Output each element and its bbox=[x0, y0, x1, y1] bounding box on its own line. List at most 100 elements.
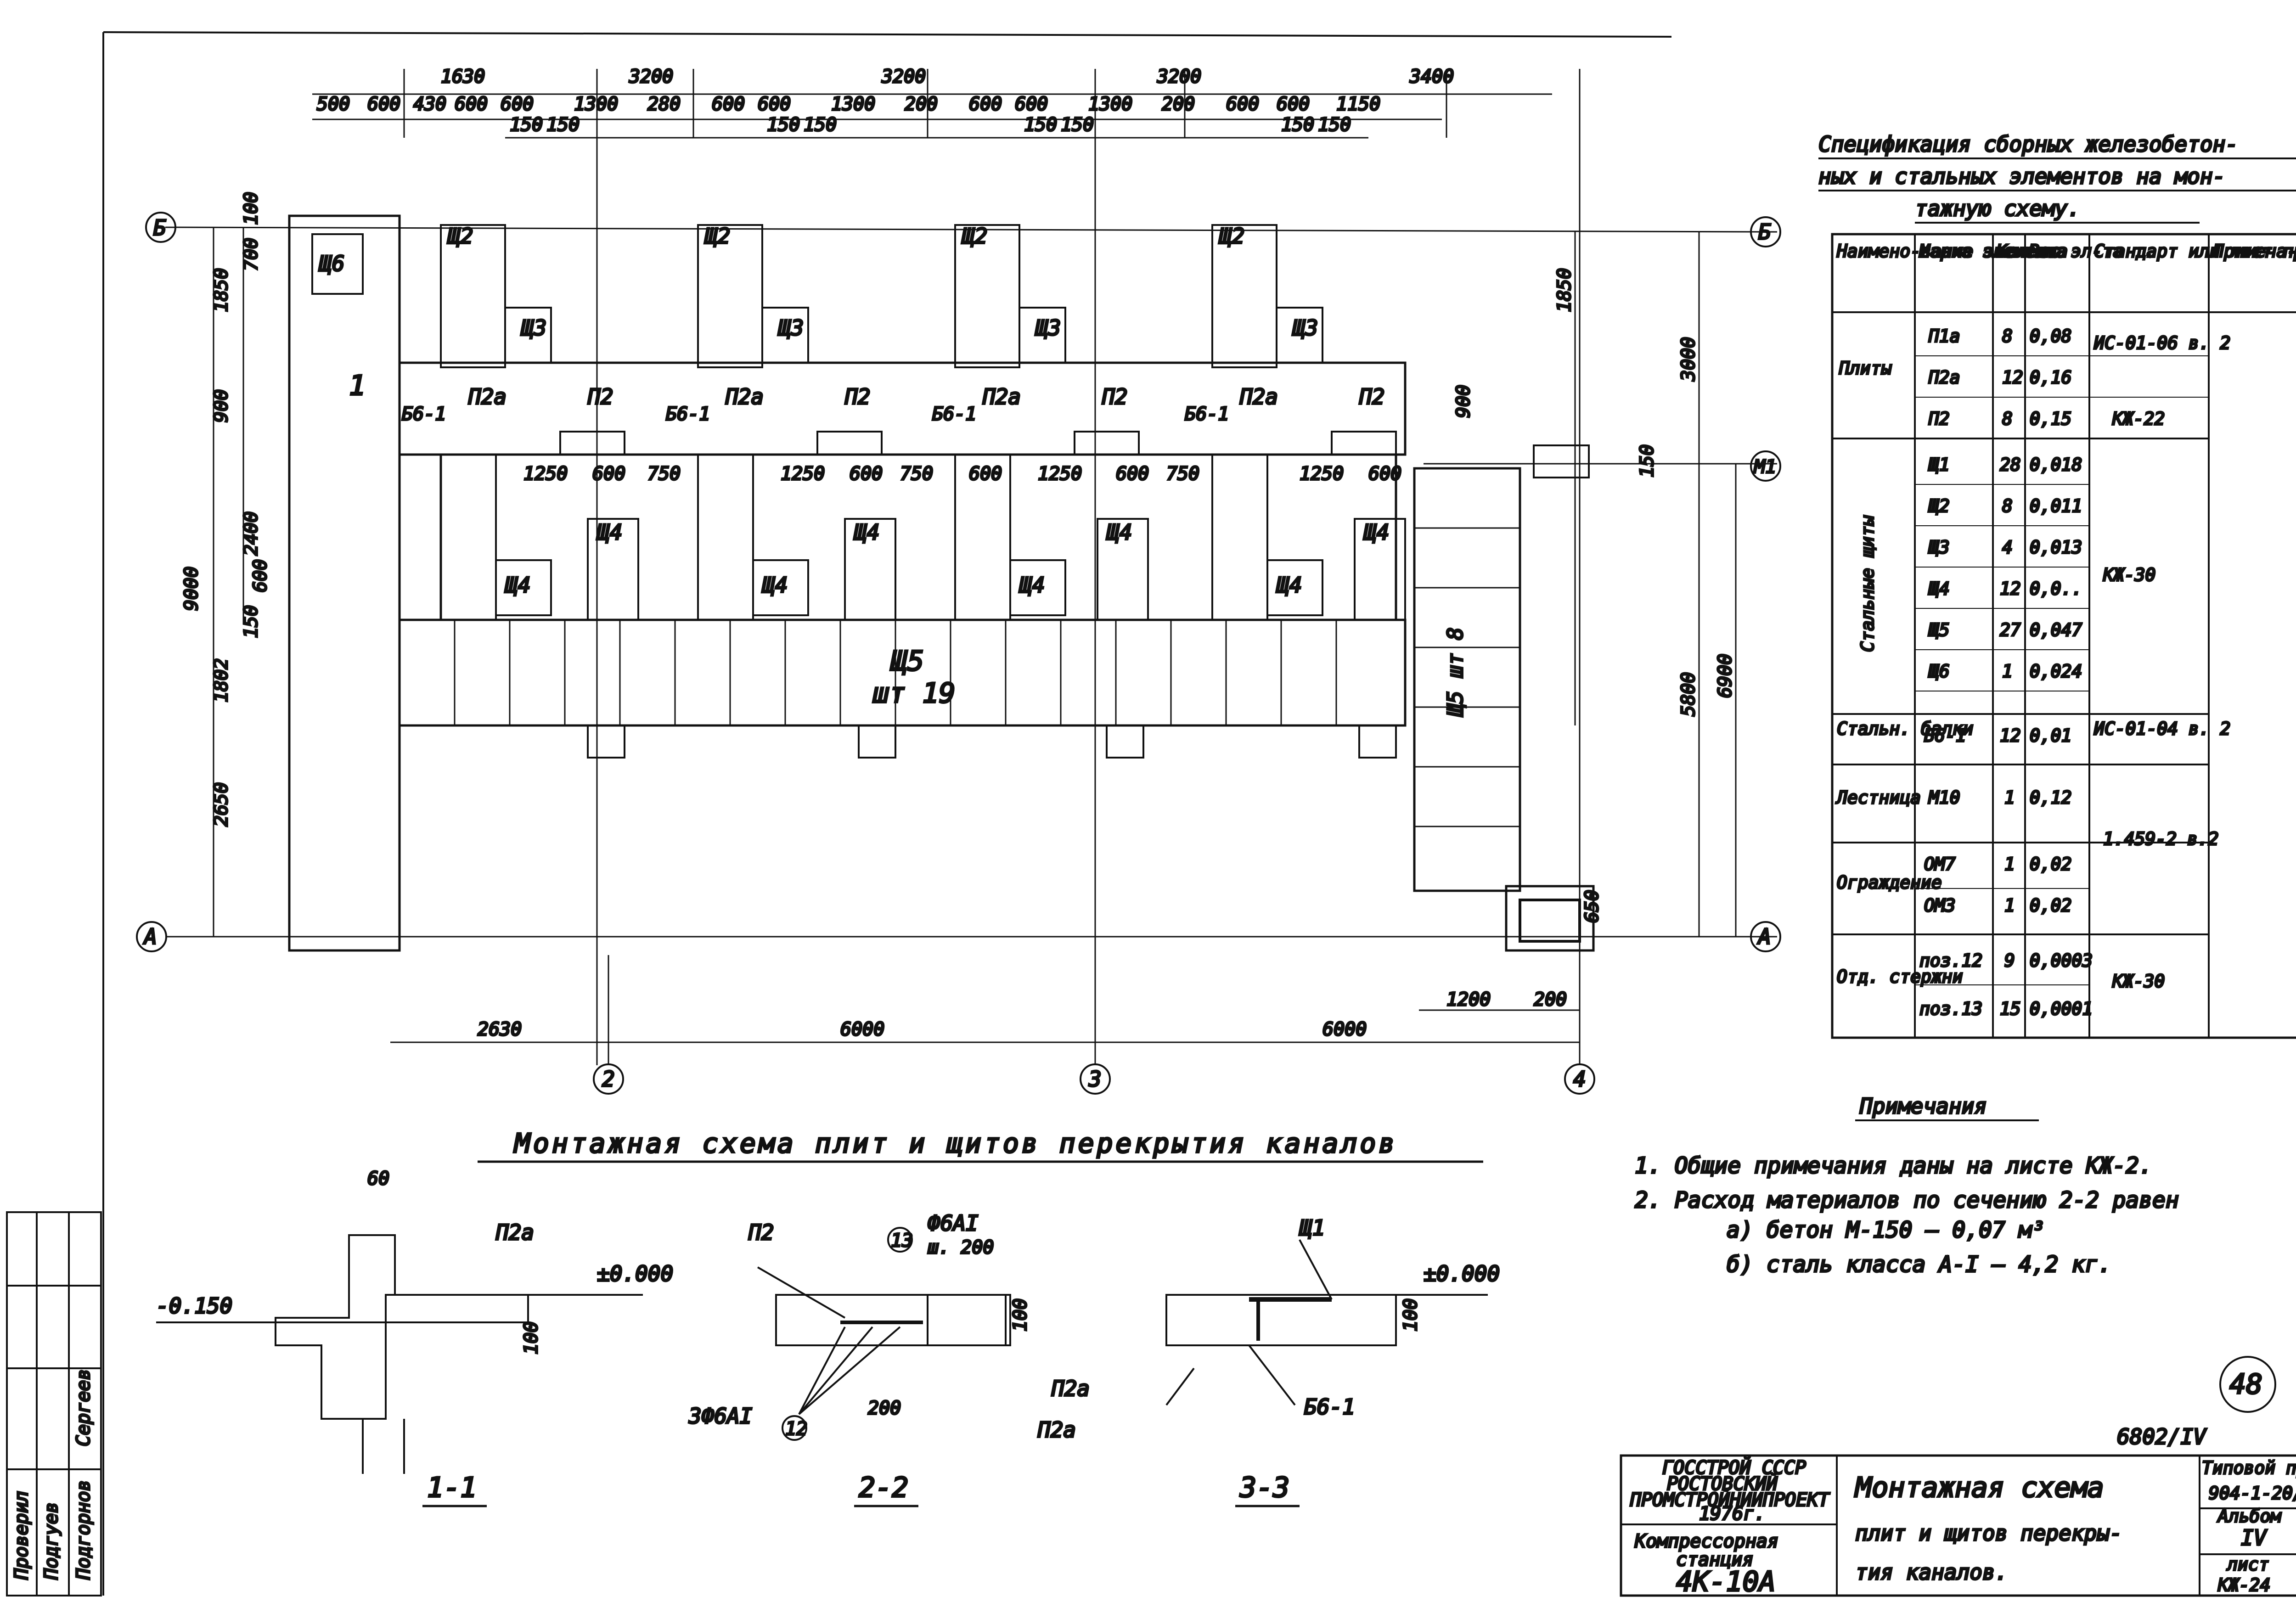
spec-standard: ИС-01-04 в. 2 bbox=[2093, 719, 2230, 739]
spec-header: Марка элемента bbox=[1919, 241, 2066, 261]
spec-mark: ОМ7 bbox=[1924, 854, 1956, 874]
spec-qty: 1 bbox=[2004, 787, 2015, 808]
position-label: 13 bbox=[891, 1230, 913, 1251]
axis-bubble bbox=[1750, 216, 1781, 247]
dimension: 200 bbox=[1534, 989, 1567, 1010]
spec-qty: 28 bbox=[2000, 455, 2021, 475]
sheet-code: КЖ-24 bbox=[2217, 1575, 2270, 1595]
dimension: 600 bbox=[250, 559, 271, 592]
spec-weight: 0,01 bbox=[2030, 725, 2072, 746]
dimension: 600 bbox=[850, 463, 883, 484]
dimension: 750 bbox=[1166, 463, 1199, 484]
object-code: 4К-10А bbox=[1676, 1566, 1776, 1598]
shield-label: Щ3 bbox=[777, 315, 804, 340]
dimension: 600 bbox=[1368, 463, 1401, 484]
spec-mark: П1а bbox=[1928, 326, 1960, 346]
spec-qty: 8 bbox=[2002, 409, 2013, 429]
sidebar-person: Подгорнов bbox=[73, 1480, 94, 1580]
tp-code: 904-1-20/76 bbox=[2209, 1483, 2296, 1503]
shield-label: Щ4 bbox=[853, 520, 879, 545]
dimension: 1250 bbox=[781, 463, 825, 484]
dimension: 500 bbox=[317, 94, 350, 115]
spec-weight: 0,12 bbox=[2030, 787, 2072, 808]
spec-mark: Щ2 bbox=[1928, 496, 1950, 516]
dimension: 5800 bbox=[1678, 672, 1699, 716]
notes-title: Примечания bbox=[1859, 1094, 1987, 1119]
w5-count: шт 19 bbox=[872, 677, 956, 709]
dimension: 600 bbox=[969, 94, 1002, 115]
dimension: 100 bbox=[1400, 1298, 1421, 1332]
object-name: станция bbox=[1676, 1549, 1754, 1570]
shield-label: Щ2 bbox=[447, 224, 473, 248]
dimension: 1250 bbox=[1038, 463, 1082, 484]
org-line: ГОССТРОЙ СССР bbox=[1662, 1456, 1806, 1478]
shield-label: Щ4 bbox=[1363, 520, 1389, 545]
dimension: 6000 bbox=[1322, 1019, 1367, 1040]
axis-label: 2 bbox=[602, 1067, 615, 1091]
axis-bubble bbox=[593, 1063, 624, 1095]
spec-weight: 0,02 bbox=[2030, 854, 2072, 874]
shield-label: Щ4 bbox=[596, 520, 622, 545]
dimension: 3000 bbox=[1678, 337, 1699, 382]
spec-weight: 0,024 bbox=[2030, 661, 2082, 681]
axis-label: Б bbox=[153, 215, 166, 240]
spec-title: ных и стальных элементов на мон- bbox=[1818, 164, 2225, 189]
dimension: 600 bbox=[1015, 94, 1048, 115]
spec-group: Стальные щиты bbox=[1857, 515, 1878, 652]
dimension: 3200 bbox=[629, 66, 673, 87]
plate-label: П2а bbox=[725, 384, 764, 409]
dimension: 1802 bbox=[211, 658, 232, 703]
object-name: Компрессорная bbox=[1634, 1531, 1778, 1552]
spec-mark: П2 bbox=[1928, 409, 1950, 429]
axis-bubble bbox=[1750, 921, 1781, 952]
spec-weight: 0,02 bbox=[2030, 895, 2072, 916]
w5-label: Щ5 bbox=[890, 645, 924, 677]
dimension: 150 bbox=[546, 114, 580, 135]
spec-header: Стандарт или лист проекта bbox=[2094, 241, 2296, 261]
spec-qty: 27 bbox=[2000, 620, 2021, 640]
dimension: 3200 bbox=[1157, 66, 1201, 87]
spec-mark: поз.12 bbox=[1919, 950, 1982, 971]
spec-group: Плиты bbox=[1839, 358, 1892, 378]
dimension: 650 bbox=[1581, 890, 1603, 923]
shield-label: Щ1 bbox=[1299, 1215, 1325, 1240]
dimension: 600 bbox=[1116, 463, 1149, 484]
shield-label: Щ2 bbox=[961, 224, 987, 248]
dimension: 1300 bbox=[574, 94, 618, 115]
sidebar-person: Сергеев bbox=[73, 1369, 94, 1446]
org-line: РОСТОВСКИЙ bbox=[1667, 1473, 1778, 1495]
dimension: 150 bbox=[1061, 114, 1094, 135]
section-label: 2-2 bbox=[859, 1472, 908, 1504]
dimension: 3200 bbox=[881, 66, 926, 87]
spec-mark: Щ4 bbox=[1928, 579, 1950, 599]
plate-label: П2 bbox=[748, 1220, 774, 1245]
sidebar-role: Проверил bbox=[11, 1491, 32, 1580]
spec-group: Отд. стержни bbox=[1837, 967, 1963, 987]
dimension: 600 bbox=[1226, 94, 1259, 115]
spec-weight: 0,0003 bbox=[2030, 950, 2093, 971]
spec-standard: 1.459-2 в.2 bbox=[2103, 829, 2219, 849]
shield-label: Щ4 bbox=[1276, 573, 1302, 597]
spec-mark: П2а bbox=[1928, 367, 1960, 388]
dimension: 150 bbox=[1318, 114, 1351, 135]
shield-label: Щ3 bbox=[1292, 315, 1318, 340]
shield-label: Щ2 bbox=[1218, 224, 1244, 248]
shield-label: Щ4 bbox=[761, 573, 788, 597]
spec-qty: 15 bbox=[2000, 999, 2021, 1019]
dimension: 150 bbox=[1281, 114, 1314, 135]
axis-label: М1 bbox=[1753, 456, 1776, 478]
spec-weight: 0,0.. bbox=[2030, 579, 2082, 599]
album-number: IV bbox=[2241, 1525, 2268, 1550]
dimension: 1250 bbox=[523, 463, 568, 484]
spec-weight: 0,013 bbox=[2030, 537, 2082, 557]
beam-label: Б6-1 bbox=[666, 404, 710, 425]
drawing-name: Монтажная схема bbox=[1854, 1472, 2104, 1504]
dimension: 600 bbox=[592, 463, 625, 484]
spec-group: Лестница bbox=[1835, 787, 1921, 808]
spec-weight: 0,16 bbox=[2030, 367, 2072, 388]
shield-label: Щ4 bbox=[1106, 520, 1132, 545]
dimension: 150 bbox=[510, 114, 543, 135]
dimension: 2630 bbox=[478, 1019, 522, 1040]
spec-header: Наимено-вание элемента bbox=[1836, 241, 2068, 261]
spec-table: Спецификация сборных железобетон- ных и … bbox=[1818, 131, 2296, 1039]
